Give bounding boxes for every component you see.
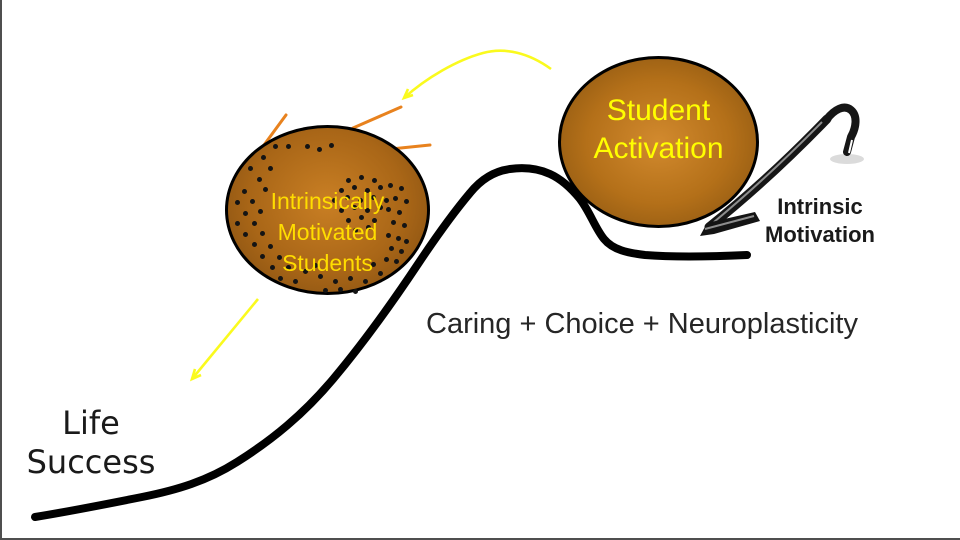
texture-dot <box>363 279 368 284</box>
texture-dot <box>352 185 357 190</box>
texture-dot <box>339 188 344 193</box>
yellow-straight-arrow-icon <box>189 298 260 382</box>
texture-dot <box>235 200 240 205</box>
texture-dot <box>332 198 337 203</box>
texture-dot <box>286 144 291 149</box>
texture-dot <box>372 178 377 183</box>
texture-dot <box>252 242 257 247</box>
texture-dot <box>277 255 282 260</box>
bubble-line: Students <box>282 250 373 276</box>
texture-dot <box>346 178 351 183</box>
bubble-student-activation: Student Activation <box>558 56 759 228</box>
texture-dot <box>250 199 255 204</box>
texture-dot <box>365 188 370 193</box>
texture-dot <box>257 177 262 182</box>
texture-dot <box>353 228 358 233</box>
bubble-intrinsically-motivated: Intrinsically Motivated Students <box>225 125 430 295</box>
label-line: Life <box>62 404 120 442</box>
texture-dot <box>303 269 308 274</box>
label-caring-formula: Caring + Choice + Neuroplasticity <box>426 308 858 340</box>
texture-dot <box>399 186 404 191</box>
label-life-success: Life Success <box>7 404 175 482</box>
growth-curve <box>31 164 751 521</box>
texture-dot <box>404 199 409 204</box>
texture-dot <box>386 233 391 238</box>
bubble-student-activation-label: Student Activation <box>593 92 723 168</box>
yellow-curved-arrow-icon <box>401 49 552 101</box>
texture-dot <box>396 236 401 241</box>
texture-dot <box>352 205 357 210</box>
texture-dot <box>261 155 266 160</box>
texture-dot <box>389 246 394 251</box>
texture-dot <box>260 231 265 236</box>
bubble-line: Intrinsically <box>270 188 385 214</box>
bubble-line: Student <box>606 94 711 127</box>
texture-dot <box>260 254 265 259</box>
bubble-intrinsically-motivated-label: Intrinsically Motivated Students <box>271 186 385 279</box>
texture-dot <box>365 208 370 213</box>
texture-dot <box>317 147 322 152</box>
texture-dot <box>252 221 257 226</box>
texture-dot <box>388 183 393 188</box>
texture-dot <box>333 279 338 284</box>
texture-dot <box>278 276 283 281</box>
label-line: Success <box>26 443 156 481</box>
texture-dot <box>313 263 318 268</box>
texture-dot <box>242 189 247 194</box>
texture-dot <box>286 265 291 270</box>
texture-dot <box>372 218 377 223</box>
texture-dot <box>371 195 376 200</box>
texture-dot <box>235 221 240 226</box>
texture-dot <box>243 232 248 237</box>
texture-dot <box>378 271 383 276</box>
label-line: Intrinsic <box>777 194 863 219</box>
texture-dot <box>359 175 364 180</box>
texture-dot <box>384 257 389 262</box>
texture-dot <box>386 207 391 212</box>
texture-dot <box>346 218 351 223</box>
dot-cluster-texture <box>228 128 427 294</box>
texture-dot <box>258 209 263 214</box>
texture-dot <box>353 289 358 294</box>
texture-dot <box>248 166 253 171</box>
texture-dot <box>402 223 407 228</box>
texture-dot <box>273 144 278 149</box>
texture-dot <box>293 279 298 284</box>
bubble-line: Motivated <box>277 219 378 245</box>
texture-dot <box>270 265 275 270</box>
texture-dot <box>323 288 328 293</box>
texture-dot <box>329 143 334 148</box>
texture-dot <box>394 259 399 264</box>
texture-dot <box>378 205 383 210</box>
texture-dot <box>345 195 350 200</box>
texture-dot <box>397 210 402 215</box>
label-line: Motivation <box>765 222 875 247</box>
texture-dot <box>358 198 363 203</box>
texture-dot <box>268 244 273 249</box>
texture-dot <box>384 198 389 203</box>
texture-dot <box>305 144 310 149</box>
texture-dot <box>404 239 409 244</box>
texture-dot <box>263 187 268 192</box>
texture-dot <box>338 287 343 292</box>
texture-dot <box>378 185 383 190</box>
texture-dot <box>359 215 364 220</box>
texture-dot <box>339 208 344 213</box>
texture-dot <box>268 166 273 171</box>
texture-dot <box>366 225 371 230</box>
texture-dot <box>318 274 323 279</box>
texture-dot <box>393 196 398 201</box>
texture-dot <box>371 262 376 267</box>
texture-dot <box>399 249 404 254</box>
bubble-line: Activation <box>593 132 724 165</box>
texture-dot <box>348 276 353 281</box>
texture-dot <box>391 220 396 225</box>
texture-dot <box>243 211 248 216</box>
label-intrinsic-motivation: Intrinsic Motivation <box>750 193 890 249</box>
crowbar-icon <box>700 103 864 236</box>
